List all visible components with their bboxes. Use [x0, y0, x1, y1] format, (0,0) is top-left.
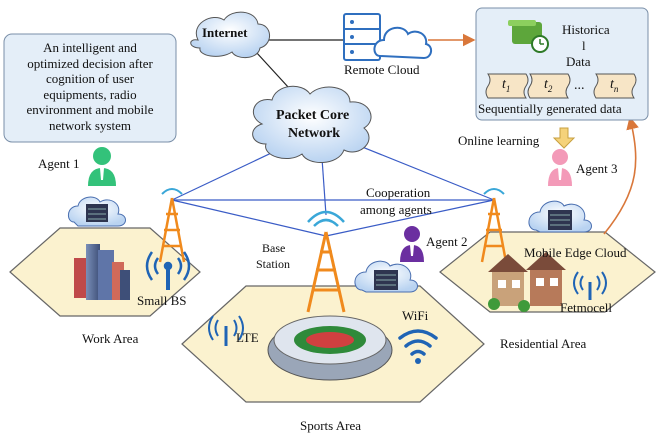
link-tower1-base	[171, 199, 327, 237]
packet-core-cloud	[252, 85, 372, 163]
residential-area-label: Residential Area	[500, 336, 587, 351]
fetmocell-label: Fetmocell	[560, 300, 612, 315]
edge-cloud-residential	[528, 200, 592, 233]
wifi-label: WiFi	[402, 308, 429, 323]
agent1-person-icon	[88, 147, 116, 186]
data-t1-sub: 1	[505, 83, 511, 94]
decision-box-text: An intelligent and optimized decision af…	[26, 40, 154, 133]
link-base-tower3	[325, 199, 495, 237]
data-t2-var: t	[544, 77, 548, 92]
decision-box	[3, 33, 177, 143]
historical-data-title-2: l	[582, 38, 586, 53]
agent2-person-icon	[400, 226, 424, 262]
tower-work-icon	[158, 188, 186, 263]
mobile-edge-cloud-label: Mobile Edge Cloud	[524, 245, 627, 260]
historical-data-title-3: Data	[566, 54, 591, 69]
base-station-label-line2: Station	[256, 257, 291, 271]
lte-label: LTE	[236, 330, 259, 345]
historical-data-title-1: Historica	[562, 22, 610, 37]
skyscrapers-icon	[74, 244, 130, 300]
online-learning-arrow	[552, 127, 576, 149]
remote-cloud-label: Remote Cloud	[344, 62, 420, 77]
tower-residential-icon	[480, 188, 508, 263]
internet-label: Internet	[202, 25, 248, 40]
online-learning-label: Online learning	[458, 133, 540, 148]
data-t1-var: t	[502, 77, 506, 92]
data-t2-sub: 2	[547, 83, 553, 94]
wifi-icon	[398, 329, 438, 364]
sports-area-label: Sports Area	[300, 418, 362, 433]
data-t2-label: t2	[544, 77, 552, 94]
agent1-label: Agent 1	[38, 156, 80, 171]
wallet-clock-icon	[508, 20, 549, 53]
data-scroll-t2	[527, 73, 571, 99]
data-tn-label: tn	[610, 77, 618, 94]
data-footer-label: Sequentially generated data	[478, 101, 622, 116]
packet-core-label-line2: Network	[288, 126, 341, 141]
data-t1-label: t1	[502, 77, 510, 94]
cooperation-label-line2: among agents	[360, 202, 432, 217]
stadium-icon	[267, 315, 393, 381]
small-bs-label: Small BS	[137, 293, 187, 308]
arrow-edge-to-data	[603, 116, 639, 235]
lte-antenna-icon	[208, 315, 244, 346]
data-scroll-t1	[485, 73, 529, 99]
base-station-label-line1: Base	[262, 241, 286, 255]
data-tn-var: t	[610, 77, 614, 92]
remote-cloud-icon	[343, 13, 432, 61]
agent2-label: Agent 2	[426, 234, 468, 249]
fetmocell-antenna-icon	[573, 271, 607, 300]
data-ellipsis: ...	[574, 78, 585, 93]
data-tn-sub: n	[613, 83, 619, 94]
small-bs-antenna-icon	[145, 251, 191, 290]
work-area-label: Work Area	[82, 331, 139, 346]
packet-core-label-line1: Packet Core	[276, 108, 350, 123]
base-station-tower-icon	[306, 210, 346, 313]
cooperation-label-line1: Cooperation	[366, 185, 431, 200]
agent3-label: Agent 3	[576, 161, 618, 176]
agent3-person-icon	[548, 149, 572, 186]
edge-cloud-sports	[354, 260, 418, 293]
data-scroll-tn	[593, 73, 637, 99]
internet-cloud	[190, 11, 270, 58]
historical-data-panel	[475, 7, 649, 121]
edge-cloud-work	[68, 196, 126, 227]
houses-icon	[488, 252, 566, 312]
